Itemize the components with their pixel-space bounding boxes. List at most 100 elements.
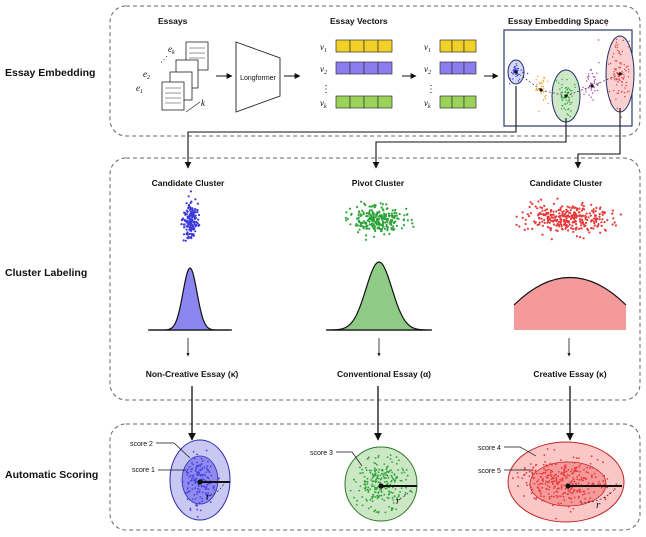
embedding-point [537,89,539,92]
score-point [196,453,199,456]
score-point [587,471,589,474]
score-point [392,507,394,510]
score-point [201,497,204,500]
score-point [366,458,369,460]
cluster-point [360,200,363,203]
embedding-point [618,50,620,53]
conventional-label: Conventional Essay (α) [337,369,431,379]
cluster-point [384,213,388,216]
cluster-point [592,227,595,230]
embedding-point [621,90,623,93]
embedding-point [615,68,617,70]
score-point [205,471,208,474]
score-point [552,504,554,507]
cluster-point [563,220,566,223]
cluster-point [371,210,374,213]
score-point [390,507,393,510]
embedding-point [613,71,615,73]
score-point [383,477,386,480]
embedding-point [613,74,615,76]
embedding-point [613,77,615,79]
score-point [545,480,548,483]
score-point [535,463,538,466]
cluster-point [385,223,388,226]
longformer-block [235,41,281,113]
cluster-point [529,201,532,204]
score-point [548,488,550,491]
score-point [372,480,374,482]
cluster-point [383,215,386,218]
score-point [555,476,558,479]
cluster-point [363,202,366,205]
cluster-point [395,214,398,217]
cluster-point [406,219,409,222]
cluster-point [556,223,560,226]
score-point [207,488,210,490]
score-point [207,469,209,472]
cluster-point [545,208,549,211]
cluster-point [569,227,573,230]
score-point [571,472,574,475]
embedding-point [571,102,573,104]
embedding-point [624,95,626,98]
cluster-point [562,215,565,218]
cluster-point [375,221,378,224]
cluster-point [565,215,568,218]
score-point [587,492,590,495]
cluster-point [537,200,540,203]
cluster-point [562,210,565,213]
cluster-point [611,209,615,212]
cluster-point [566,225,570,228]
embedding-point [628,40,630,42]
score-point [385,483,388,486]
vk-label: vk [320,98,327,110]
cluster-point [533,220,536,223]
cluster-point [556,229,559,232]
score-point [196,465,199,468]
cluster-point [564,226,568,229]
embedding-point [563,107,565,109]
score-point [196,493,198,495]
score-point [563,467,566,470]
embedding-point [590,69,592,71]
score-point [203,485,206,487]
cluster-point [368,212,371,215]
score-point [349,489,352,492]
score-point [374,496,376,498]
score-point [574,482,577,485]
score-point [575,457,578,460]
cluster-point [377,218,380,221]
cluster-point [566,205,569,208]
cluster-point [186,216,190,219]
embedding-point [594,76,596,78]
cluster-point [524,218,527,221]
cluster-point [592,220,595,223]
cluster-point [574,219,577,222]
scoring-mid: r [344,446,418,522]
score-point [209,501,212,503]
cluster-point [372,226,375,229]
embedding-point [605,24,608,26]
cluster-point [394,209,397,212]
embedding-point [625,81,628,84]
embedding-point [616,46,618,49]
vector-cell [335,95,351,109]
score-point [556,487,559,490]
score-point [542,499,545,502]
cluster-point [552,210,555,213]
embedding-point [574,83,576,86]
cluster-point [572,230,575,233]
score-point [366,488,369,491]
cluster-point [381,203,384,206]
cluster-point [597,223,600,226]
embedding-point [516,68,518,70]
score-point [367,456,370,459]
cluster-point [348,207,352,210]
score-point [381,468,384,471]
cluster-point [350,212,353,215]
cluster-point [577,214,580,217]
score-point [393,481,396,483]
cluster-point [346,217,349,220]
score-point [198,488,201,491]
